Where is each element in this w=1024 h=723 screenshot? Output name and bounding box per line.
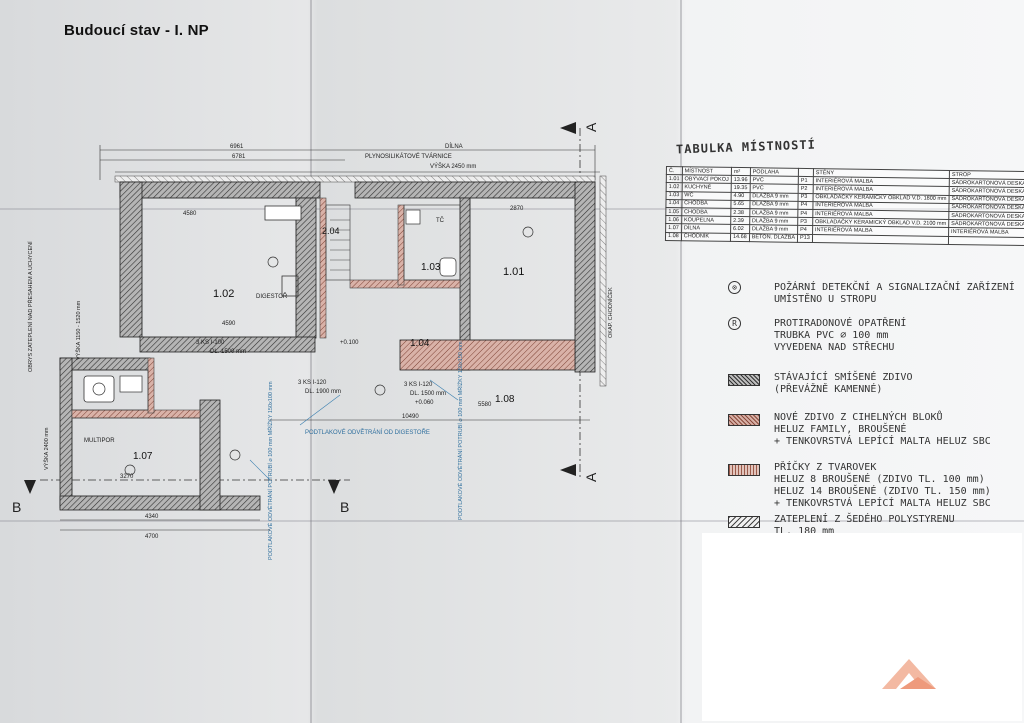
table-cell: 13.96 bbox=[731, 175, 751, 185]
room-label: 1.02 bbox=[213, 288, 234, 300]
section-mark-b: B bbox=[12, 499, 21, 515]
table-cell: 1.05 bbox=[665, 207, 682, 216]
table-cell: 1.03 bbox=[666, 191, 682, 200]
table-cell: P4 bbox=[797, 209, 813, 218]
svg-text:VÝŠKA 2450 mm: VÝŠKA 2450 mm bbox=[430, 163, 476, 170]
stone-hatch-icon bbox=[728, 374, 760, 386]
table-cell: 1.01 bbox=[666, 174, 683, 184]
table-cell bbox=[812, 234, 949, 245]
svg-text:+0.060: +0.060 bbox=[415, 400, 434, 406]
sink-icon bbox=[264, 205, 302, 221]
table-cell: 2.39 bbox=[730, 216, 750, 225]
svg-text:MULTIPOR: MULTIPOR bbox=[84, 438, 115, 444]
table-cell: 14.68 bbox=[730, 232, 750, 242]
svg-text:PODTLAKOVÉ ODVĚTRÁNÍ POTRUBÍ ⌀: PODTLAKOVÉ ODVĚTRÁNÍ POTRUBÍ ⌀ 100 mm MŘ… bbox=[456, 341, 464, 520]
stove-icon bbox=[281, 275, 299, 297]
section-mark-b2: B bbox=[340, 499, 349, 515]
room-label: 1.08 bbox=[495, 394, 515, 405]
drawing-title: Budoucí stav - I. NP bbox=[64, 22, 209, 39]
table-cell: 5.65 bbox=[730, 200, 750, 209]
section-mark-a: A bbox=[583, 122, 599, 132]
brick-hatch-icon bbox=[728, 414, 760, 426]
svg-text:4340: 4340 bbox=[145, 514, 159, 520]
table-cell bbox=[948, 235, 1024, 247]
svg-text:10490: 10490 bbox=[402, 414, 419, 420]
svg-text:4590: 4590 bbox=[222, 321, 236, 327]
table-cell: CHODNÍK bbox=[681, 232, 731, 242]
table-cell: P4 bbox=[797, 201, 813, 210]
room-label: 1.03 bbox=[421, 262, 441, 273]
logo-icon bbox=[882, 659, 936, 689]
fold-line bbox=[0, 208, 1024, 210]
svg-text:6781: 6781 bbox=[232, 154, 246, 160]
room-label: 2.04 bbox=[322, 226, 340, 236]
table-cell: P3 bbox=[797, 217, 813, 226]
svg-text:VÝŠKA 1150 - 1520 mm: VÝŠKA 1150 - 1520 mm bbox=[75, 300, 82, 360]
table-cell: 1.07 bbox=[665, 223, 682, 233]
insulation-hatch-icon bbox=[728, 516, 760, 528]
svg-text:OKAP. CHODNÍČEK: OKAP. CHODNÍČEK bbox=[607, 287, 614, 338]
section-mark-a2: A bbox=[583, 472, 599, 482]
room-label: 1.04 bbox=[410, 338, 430, 349]
svg-text:4580: 4580 bbox=[183, 211, 197, 217]
svg-text:PLYNOSILIKÁTOVÉ TVÁRNICE: PLYNOSILIKÁTOVÉ TVÁRNICE bbox=[365, 153, 452, 160]
room-label: 1.01 bbox=[503, 266, 524, 278]
fire-detector-icon: ⊗ bbox=[728, 281, 741, 294]
radon-icon: R bbox=[728, 317, 741, 330]
table-cell: 2.38 bbox=[730, 208, 750, 217]
fold-line bbox=[0, 520, 1024, 522]
table-cell: 19.35 bbox=[731, 183, 750, 193]
svg-text:TČ: TČ bbox=[436, 217, 445, 224]
partition-hatch-icon bbox=[728, 464, 760, 476]
fire-detector-icon bbox=[267, 256, 279, 268]
svg-text:3270: 3270 bbox=[120, 474, 134, 480]
svg-text:3 KS I-120: 3 KS I-120 bbox=[404, 382, 433, 388]
table-cell: P3 bbox=[798, 192, 813, 202]
svg-text:DIGESTOŘ: DIGESTOŘ bbox=[256, 292, 288, 300]
svg-text:PODTLAKOVÉ ODVĚTRÁNÍ OD DIGEST: PODTLAKOVÉ ODVĚTRÁNÍ OD DIGESTOŘE bbox=[305, 428, 430, 436]
table-cell: P1 bbox=[798, 176, 814, 185]
fire-detector-icon bbox=[124, 464, 136, 476]
svg-text:5580: 5580 bbox=[478, 402, 492, 408]
table-cell: BETON. DLAŽBA bbox=[749, 233, 798, 243]
table-cell: 1.04 bbox=[665, 199, 682, 208]
room-label: 1.07 bbox=[133, 451, 153, 462]
fold-line bbox=[680, 0, 682, 723]
svg-text:OBRYS ZATEPLENÍ NAD PŘESAHEM A: OBRYS ZATEPLENÍ NAD PŘESAHEM A UCHYCENÍ bbox=[26, 241, 34, 372]
boiler-icon bbox=[119, 375, 143, 393]
table-cell: 1.06 bbox=[665, 215, 682, 225]
table-cell: P13 bbox=[797, 233, 813, 243]
table-cell: 1.02 bbox=[666, 182, 682, 192]
toilet-icon bbox=[439, 257, 457, 277]
table-cell: P2 bbox=[798, 184, 814, 194]
table-cell: P4 bbox=[797, 225, 813, 235]
svg-text:VÝŠKA 2400 mm: VÝŠKA 2400 mm bbox=[43, 427, 50, 470]
fire-detector-icon bbox=[229, 449, 241, 461]
svg-text:4700: 4700 bbox=[145, 534, 159, 540]
floor-plan: A A B B 6961 6781 4580 2870 4590 bbox=[12, 122, 614, 560]
svg-text:3 KS I-100: 3 KS I-100 bbox=[196, 340, 225, 346]
table-cell: 1.08 bbox=[665, 232, 682, 241]
washbasin-icon bbox=[83, 375, 115, 403]
fire-detector-icon bbox=[522, 226, 534, 238]
svg-text:DL. 1900 mm: DL. 1900 mm bbox=[305, 389, 341, 395]
svg-text:6961: 6961 bbox=[230, 144, 244, 150]
svg-text:DL. 1500 mm: DL. 1500 mm bbox=[410, 391, 446, 397]
fire-detector-icon bbox=[374, 384, 386, 396]
fold-line bbox=[310, 0, 312, 723]
svg-text:2870: 2870 bbox=[510, 206, 524, 212]
svg-text:DL. 1500 mm: DL. 1500 mm bbox=[210, 349, 246, 355]
table-cell: 4.90 bbox=[730, 191, 750, 201]
svg-text:3 KS I-120: 3 KS I-120 bbox=[298, 380, 327, 386]
svg-text:DÍLNA: DÍLNA bbox=[445, 143, 463, 150]
svg-text:+0.100: +0.100 bbox=[340, 340, 359, 346]
blank-overlay bbox=[702, 533, 1022, 721]
table-cell: 6.02 bbox=[730, 224, 750, 234]
toilet-icon bbox=[405, 209, 421, 225]
svg-text:PODTLAKOVÉ ODVĚTRÁNÍ POTRUBÍ ⌀: PODTLAKOVÉ ODVĚTRÁNÍ POTRUBÍ ⌀ 100 mm MŘ… bbox=[266, 381, 274, 560]
